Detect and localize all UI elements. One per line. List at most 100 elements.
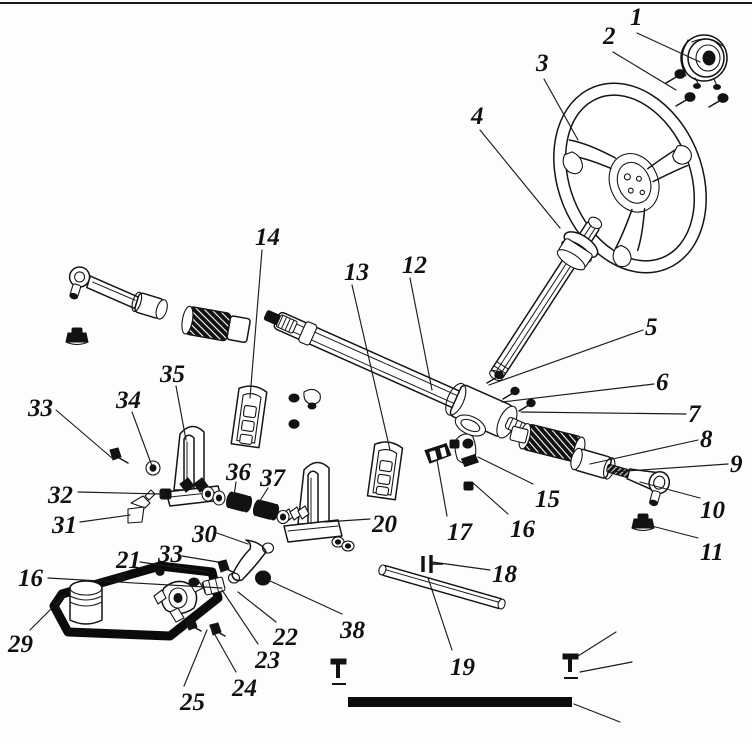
callout-number-9: 9 (730, 451, 743, 478)
callout-number-5: 5 (645, 314, 658, 341)
callout-number-8: 8 (700, 426, 713, 453)
leader-line-29 (29, 593, 67, 631)
callout-number-19: 19 (450, 654, 475, 681)
legend-symbols (330, 631, 633, 723)
leader-line-13 (351, 284, 391, 451)
callout-number-16: 16 (510, 516, 535, 543)
callout-number-36: 36 (226, 459, 251, 486)
leader-line-1 (636, 32, 701, 63)
part-inner-tie-rod-assembly (65, 266, 168, 346)
callout-number-16: 16 (18, 565, 43, 592)
leader-line-12 (409, 277, 433, 391)
callout-number-13: 13 (344, 259, 369, 286)
leader-line-19 (427, 577, 453, 651)
part-outer-tie-rod-end (570, 447, 671, 507)
leader-line-5 (488, 329, 644, 386)
callout-number-7: 7 (688, 401, 701, 428)
top-rule (0, 2, 752, 4)
part-clamp-17 (424, 442, 452, 464)
callout-number-1: 1 (630, 4, 643, 31)
callout-number-18: 18 (492, 561, 517, 588)
part-tie-rod-tube-19 (378, 555, 506, 610)
part-bushings-36-37 (201, 486, 290, 525)
callout-number-29: 29 (8, 631, 33, 658)
leader-line-38 (267, 579, 343, 615)
part-column-bracket-13 (366, 441, 404, 501)
part-pivot-ball-38 (255, 570, 271, 586)
leader-line-14 (249, 249, 263, 399)
leader-line-36 (233, 481, 237, 497)
callout-number-37: 37 (260, 465, 285, 492)
callout-number-10: 10 (700, 497, 725, 524)
part-valve-body-25 (116, 568, 226, 637)
part-washer-34 (145, 460, 161, 476)
part-bellows-boot (181, 305, 251, 343)
part-clip-18 (421, 555, 443, 573)
part-pedal-support-20 (281, 461, 355, 552)
leader-line-15 (477, 456, 534, 485)
leader-line-10 (639, 481, 701, 499)
part-boot-and-inner-rod (509, 423, 586, 463)
leader-line-37 (257, 487, 269, 505)
part-grease-fitting-31 (127, 489, 156, 524)
part-bolt-33-upper (109, 447, 129, 464)
leader-line-21 (139, 561, 209, 573)
callout-number-24: 24 (232, 675, 257, 702)
callout-number-35: 35 (160, 361, 185, 388)
legend-arrow-left (330, 658, 347, 685)
leader-line-2 (612, 51, 677, 91)
callout-number-6: 6 (656, 369, 669, 396)
callout-number-33: 33 (28, 395, 53, 422)
part-bolt-33-lower (217, 559, 236, 574)
leader-line-8 (589, 439, 699, 465)
leader-line-17 (436, 459, 448, 517)
leader-line-35 (175, 385, 187, 441)
leader-line-32 (77, 491, 163, 495)
leader-line-9 (611, 463, 729, 473)
leader-line-6 (501, 383, 655, 403)
part-joint-hardware (486, 370, 536, 412)
legend-arrow-right (562, 653, 579, 679)
callout-number-32: 32 (48, 482, 73, 509)
part-column-bracket-14 (230, 385, 268, 449)
callout-number-3: 3 (536, 50, 549, 77)
leader-line-18 (431, 561, 491, 571)
part-steering-wheel (553, 82, 707, 274)
callout-number-17: 17 (447, 519, 472, 546)
callout-number-14: 14 (255, 224, 280, 251)
leader-line-31 (79, 514, 131, 523)
callout-number-25: 25 (180, 689, 205, 716)
callout-number-15: 15 (535, 486, 560, 513)
leader-line-34 (131, 411, 153, 467)
callout-number-2: 2 (603, 23, 616, 50)
part-clamp-hardware (424, 433, 479, 491)
part-wheel-bolts (665, 69, 729, 108)
part-gasket-21 (49, 561, 223, 641)
leader-line-4 (479, 129, 561, 229)
callout-number-4: 4 (471, 103, 484, 130)
part-reservoir-29 (69, 580, 103, 625)
part-nut-topleft (65, 327, 89, 346)
leader-line-23 (221, 589, 259, 645)
part-clamp-15 (454, 433, 479, 468)
callout-number-31: 31 (52, 512, 77, 539)
leader-line-20 (324, 518, 371, 523)
callout-number-30: 30 (192, 521, 217, 548)
callout-number-33: 33 (158, 541, 183, 568)
leader-line-16 (47, 577, 223, 589)
leader-line-25 (183, 629, 208, 687)
callout-number-38: 38 (340, 617, 365, 644)
callout-number-11: 11 (700, 539, 724, 566)
leader-line-24 (209, 625, 237, 673)
part-castle-nut-11 (631, 513, 655, 532)
callout-number-12: 12 (402, 252, 427, 279)
part-drag-link-30 (227, 539, 275, 584)
leader-line-11 (643, 523, 699, 539)
leader-line-22 (237, 591, 277, 623)
part-small-hardware-mid (288, 388, 321, 429)
callout-number-22: 22 (273, 624, 298, 651)
part-horn-button (680, 34, 728, 90)
leader-line-3 (543, 78, 579, 141)
